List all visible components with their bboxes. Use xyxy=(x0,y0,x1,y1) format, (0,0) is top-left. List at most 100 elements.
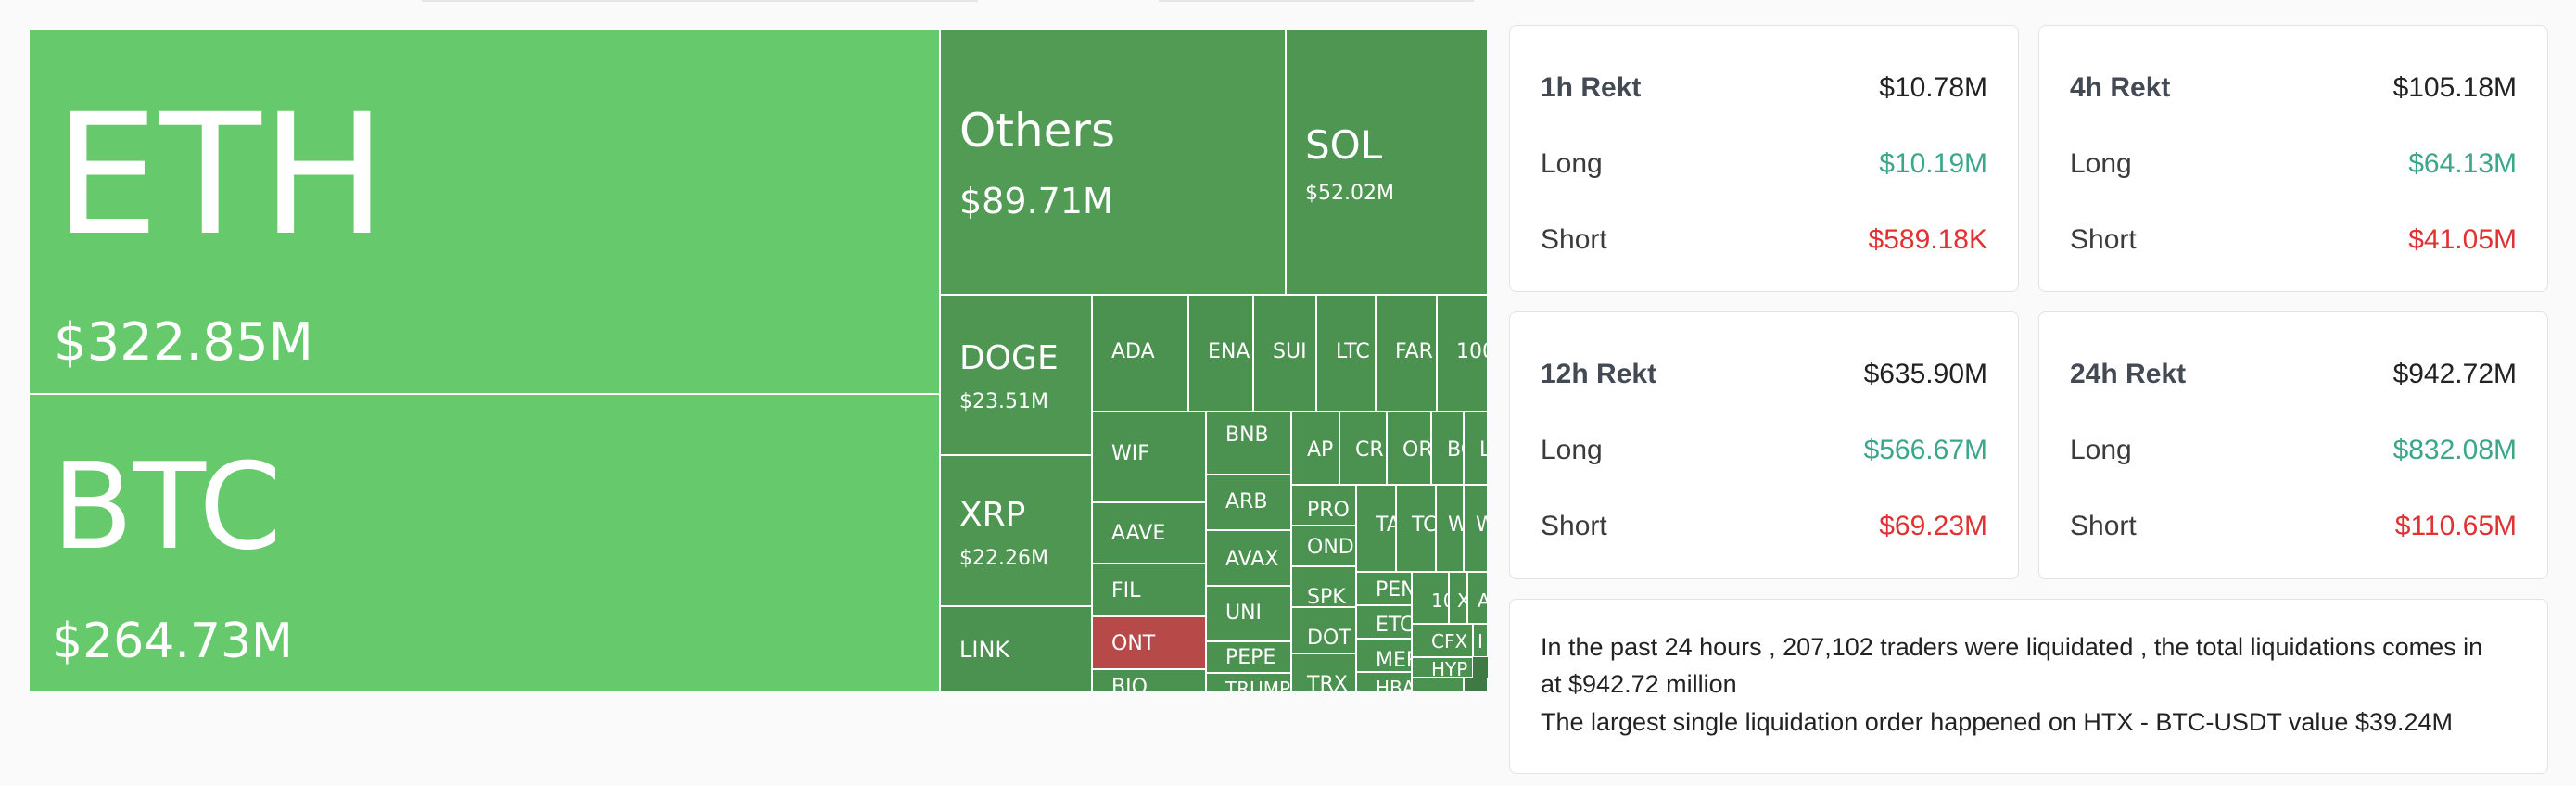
treemap-tile-bnb[interactable]: BNB xyxy=(1206,412,1291,475)
treemap-tile-vir[interactable]: VIR xyxy=(1464,678,1488,691)
treemap-tile-ta[interactable]: TA xyxy=(1356,485,1396,572)
treemap-tile-wif[interactable]: WIF xyxy=(1092,412,1206,502)
treemap-tile-pro[interactable]: PRO xyxy=(1291,485,1356,526)
treemap-tile-aave[interactable]: AAVE xyxy=(1092,502,1206,564)
tile-symbol: TA xyxy=(1376,513,1395,537)
long-value: $566.67M xyxy=(1863,435,1987,465)
treemap-tile-pepe[interactable]: PEPE xyxy=(1206,641,1291,673)
tile-symbol: UNI xyxy=(1225,602,1263,625)
treemap-tile-doge[interactable]: DOGE $23.51M xyxy=(940,295,1092,455)
tile-symbol: MER xyxy=(1376,649,1411,672)
tile-value: $89.71M xyxy=(959,181,1113,222)
treemap-tile-or[interactable]: OR xyxy=(1387,412,1431,485)
treemap-tile-mer[interactable]: MER xyxy=(1356,639,1412,672)
tile-symbol: DOGE xyxy=(959,339,1059,377)
card-title: 24h Rekt xyxy=(2070,359,2187,389)
treemap-tile-tc[interactable]: TC xyxy=(1396,485,1436,572)
treemap-tile-cfx[interactable]: CFX xyxy=(1412,624,1473,657)
treemap-tile-arb[interactable]: ARB xyxy=(1206,475,1291,530)
treemap-tile-ap[interactable]: AP xyxy=(1291,412,1339,485)
treemap-tile-fil[interactable]: FIL xyxy=(1092,564,1206,616)
summary-line-3: The largest single liquidation order hap… xyxy=(1541,708,2454,736)
treemap-tile-dot[interactable]: DOT xyxy=(1291,607,1356,653)
treemap-tile-eth[interactable]: ETH$322.85M xyxy=(29,29,940,394)
treemap-tile-x1[interactable]: X xyxy=(1449,572,1467,624)
treemap-tile-spk[interactable]: SPK xyxy=(1291,566,1356,607)
tile-symbol: BIO xyxy=(1111,676,1148,691)
treemap-tile-bio[interactable]: BIO xyxy=(1092,669,1206,691)
short-value: $110.65M xyxy=(2394,511,2517,541)
long-value: $64.13M xyxy=(2408,148,2517,179)
tile-symbol: BO xyxy=(1447,438,1463,462)
tile-symbol: Others xyxy=(959,104,1116,158)
treemap-tile-hyp[interactable]: HYP xyxy=(1412,657,1473,678)
treemap-tile-sol[interactable]: SOL$52.02M xyxy=(1286,29,1488,295)
long-label: Long xyxy=(2070,148,2132,179)
treemap-tile-sei[interactable]: SEI xyxy=(1412,678,1464,691)
tile-symbol: AAVE xyxy=(1111,522,1166,545)
top-divider-left xyxy=(422,0,978,2)
long-label: Long xyxy=(1541,148,1603,179)
tile-symbol: ENA xyxy=(1208,340,1250,363)
tile-symbol: 100 xyxy=(1456,340,1487,363)
treemap-tile-far[interactable]: FAR xyxy=(1376,295,1437,412)
treemap-tile-ld[interactable]: LD xyxy=(1464,412,1488,485)
tile-symbol: ADA xyxy=(1111,340,1155,363)
tile-symbol: AVAX xyxy=(1225,548,1279,571)
tile-symbol: FIL xyxy=(1111,579,1141,602)
tile-symbol: HYP xyxy=(1431,658,1468,678)
card-1h-rekt: 1h Rekt $10.78M Long $10.19M Short $589.… xyxy=(1509,25,2019,292)
treemap-tile-etc[interactable]: ETC xyxy=(1356,605,1412,639)
treemap-tile-a1[interactable]: A xyxy=(1467,572,1488,624)
tile-symbol: PEN xyxy=(1376,578,1411,602)
treemap-tile-w1[interactable]: W xyxy=(1436,485,1464,572)
long-label: Long xyxy=(2070,435,2132,465)
tile-symbol: ETH xyxy=(54,79,387,273)
tile-symbol: AP xyxy=(1307,438,1334,462)
tile-symbol: HBA xyxy=(1376,677,1412,691)
long-value: $832.08M xyxy=(2392,435,2517,465)
tile-symbol: BNB xyxy=(1225,424,1269,447)
treemap-tile-xrp[interactable]: XRP$22.26M xyxy=(940,455,1092,606)
card-total: $105.18M xyxy=(2392,72,2517,103)
tile-symbol: SEI xyxy=(1431,690,1460,691)
tile-symbol: TC xyxy=(1412,513,1436,537)
tile-symbol: OND xyxy=(1307,536,1354,559)
short-label: Short xyxy=(2070,224,2137,255)
tile-symbol: TRUMP xyxy=(1225,678,1291,691)
treemap-tile-trx[interactable]: TRX xyxy=(1291,653,1356,691)
treemap-tile-ont[interactable]: ONT xyxy=(1092,616,1206,669)
treemap-tile-uni[interactable]: UNI xyxy=(1206,586,1291,641)
treemap-tile-n10[interactable]: 10 xyxy=(1412,572,1449,624)
summary-line-2: at $942.72 million xyxy=(1541,670,1737,698)
tile-value: $23.51M xyxy=(959,390,1048,413)
treemap-tile-hba[interactable]: HBA xyxy=(1356,672,1412,691)
treemap-tile-bo[interactable]: BO xyxy=(1431,412,1464,485)
treemap-tile-link[interactable]: LINK xyxy=(940,606,1092,691)
treemap-tile-btc[interactable]: BTC$264.73M xyxy=(29,394,940,691)
tile-symbol: FAR xyxy=(1395,340,1433,363)
treemap-tile-others[interactable]: Others $89.71M xyxy=(940,29,1286,295)
tile-symbol: WIF xyxy=(1111,442,1149,465)
tile-symbol: ONT xyxy=(1111,632,1156,655)
treemap-tile-ena[interactable]: ENA xyxy=(1188,295,1253,412)
treemap-tile-t100[interactable]: 100 xyxy=(1437,295,1488,412)
tile-value: $52.02M xyxy=(1305,182,1394,205)
top-divider-right xyxy=(1159,0,1474,2)
tile-symbol: W xyxy=(1448,515,1463,536)
tile-symbol: LD xyxy=(1479,440,1487,461)
tile-value: $22.26M xyxy=(959,547,1048,570)
treemap-tile-ada[interactable]: ADA xyxy=(1092,295,1188,412)
tile-symbol: W xyxy=(1476,515,1487,536)
card-total: $10.78M xyxy=(1879,72,1987,103)
treemap-tile-trump[interactable]: TRUMP xyxy=(1206,673,1291,691)
treemap-tile-avax[interactable]: AVAX xyxy=(1206,530,1291,586)
treemap-tile-sui[interactable]: SUI xyxy=(1253,295,1316,412)
treemap-tile-ond[interactable]: OND xyxy=(1291,526,1356,566)
treemap-tile-i1[interactable]: I xyxy=(1473,624,1488,657)
treemap-tile-ltc[interactable]: LTC xyxy=(1316,295,1376,412)
treemap-tile-w2[interactable]: W xyxy=(1464,485,1488,572)
treemap-tile-cr[interactable]: CR xyxy=(1339,412,1387,485)
treemap-tile-pen[interactable]: PEN xyxy=(1356,572,1412,605)
